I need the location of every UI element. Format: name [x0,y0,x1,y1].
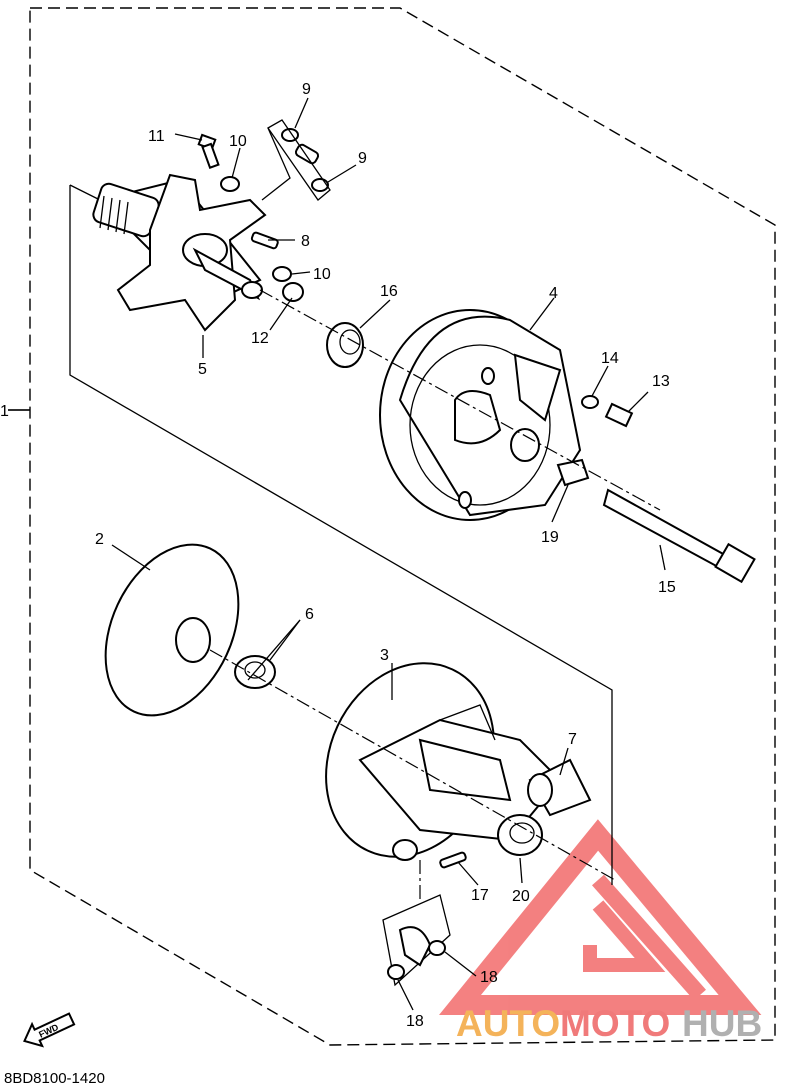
callout-9a: 9 [302,81,311,98]
pin-and-bushing-set [197,119,331,302]
callout-4: 4 [549,285,558,302]
watermark-moto: MOTO [560,1003,670,1044]
callout-20: 20 [512,888,530,905]
part-code: 8BD8100-1420 [4,1070,105,1087]
spider-hub-part-5 [92,173,267,332]
callout-12: 12 [251,330,269,347]
assembly-frame [69,185,613,885]
callout-11: 11 [148,128,165,145]
callout-10a: 10 [229,133,247,150]
slider-subassembly-part-18 [382,894,451,987]
sleeve-part-7 [527,758,592,817]
pin-part-17 [439,851,467,869]
clutch-cover-part-4 [379,309,582,521]
callout-13: 13 [652,373,670,390]
callout-10b: 10 [313,266,331,283]
callout-7: 7 [568,731,577,748]
assembly-boundary [29,7,776,1046]
callout-15: 15 [658,579,676,596]
callout-16: 16 [380,283,398,300]
watermark-logo: AUTO MOTO HUB [456,1003,762,1044]
bolt-and-washer-set [556,395,756,584]
bushing-part-20 [497,814,543,856]
sheave-housing-part-3 [325,662,562,861]
fwd-arrow-icon: FWD [23,1012,76,1048]
watermark-triangle [439,819,762,1015]
callout-9b: 9 [358,150,367,167]
callout-5: 5 [198,361,207,378]
callout-8: 8 [301,233,310,250]
bushing-part-16 [326,322,364,368]
callout-17: 17 [471,887,489,904]
callout-19: 19 [541,529,559,546]
callout-1: 1 [0,403,9,420]
callout-3: 3 [380,647,389,664]
leader-lines [8,97,666,1011]
callout-18a: 18 [480,969,498,986]
watermark-auto: AUTO [456,1003,560,1044]
movable-sheave-part-2 [104,543,240,717]
callout-18b: 18 [406,1013,424,1030]
watermark-hub: HUB [682,1003,762,1044]
callout-2: 2 [95,531,104,548]
callout-6: 6 [305,606,314,623]
callout-14: 14 [601,350,619,367]
